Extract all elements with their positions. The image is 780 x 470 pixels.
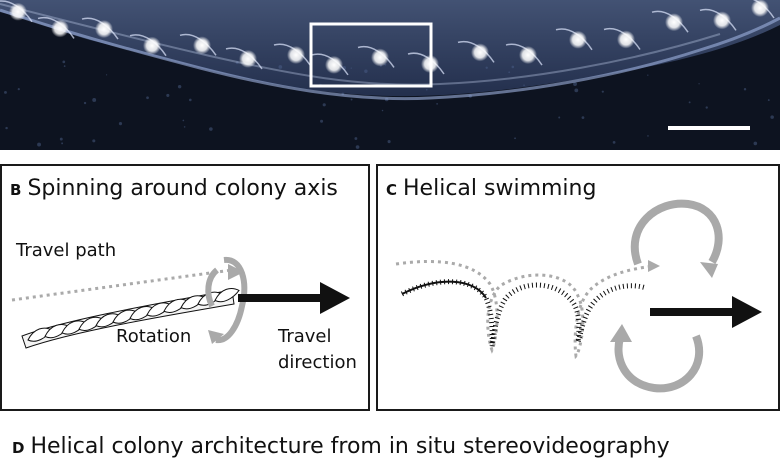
panel-c-diagram <box>395 199 762 393</box>
panel-b-letter: B <box>10 181 22 199</box>
rotation-label: Rotation <box>116 326 192 347</box>
zooid-nucleus <box>519 46 537 65</box>
rotation-arrowhead <box>228 264 244 280</box>
zoom-box <box>309 22 433 88</box>
zooid-nucleus <box>617 30 635 49</box>
zooid-nucleus <box>325 55 343 74</box>
zooid-nucleus <box>569 30 587 49</box>
rotation-arrow-top <box>205 267 220 308</box>
zooid-nucleus <box>665 13 683 32</box>
scale-bar <box>668 126 750 130</box>
zooid-nucleus <box>9 2 27 21</box>
zooid-nucleus <box>239 49 257 68</box>
zooid-nucleus <box>371 48 389 67</box>
rotation-arrow-bottom-c <box>614 334 704 393</box>
rotation-arrow-top-c <box>630 199 723 266</box>
panel-c-letter: C <box>386 181 398 199</box>
zooid-nucleus <box>751 0 769 17</box>
colony-trajectory <box>400 279 647 347</box>
zooid-nucleus <box>713 11 731 30</box>
travel-path-label: Travel path <box>16 240 117 261</box>
zooid-nucleus <box>471 43 489 62</box>
zooid-nucleus <box>143 36 161 55</box>
rotation-arrow-ring <box>215 256 248 344</box>
helical-path-dotted <box>395 259 655 360</box>
panel-b-diagram <box>11 256 350 349</box>
travel-path-line <box>11 268 233 302</box>
zooid-nucleus <box>95 20 113 39</box>
zooid-nucleus <box>193 36 211 55</box>
salp-colony-photo <box>0 0 780 150</box>
colony-sketch <box>21 288 240 349</box>
panel-d-letter: D <box>12 439 25 457</box>
travel-direction-label-1: Travel <box>278 326 332 347</box>
zooid-nucleus <box>51 19 69 38</box>
zooid-nucleus <box>287 46 305 65</box>
travel-direction-label-2: direction <box>278 352 357 373</box>
